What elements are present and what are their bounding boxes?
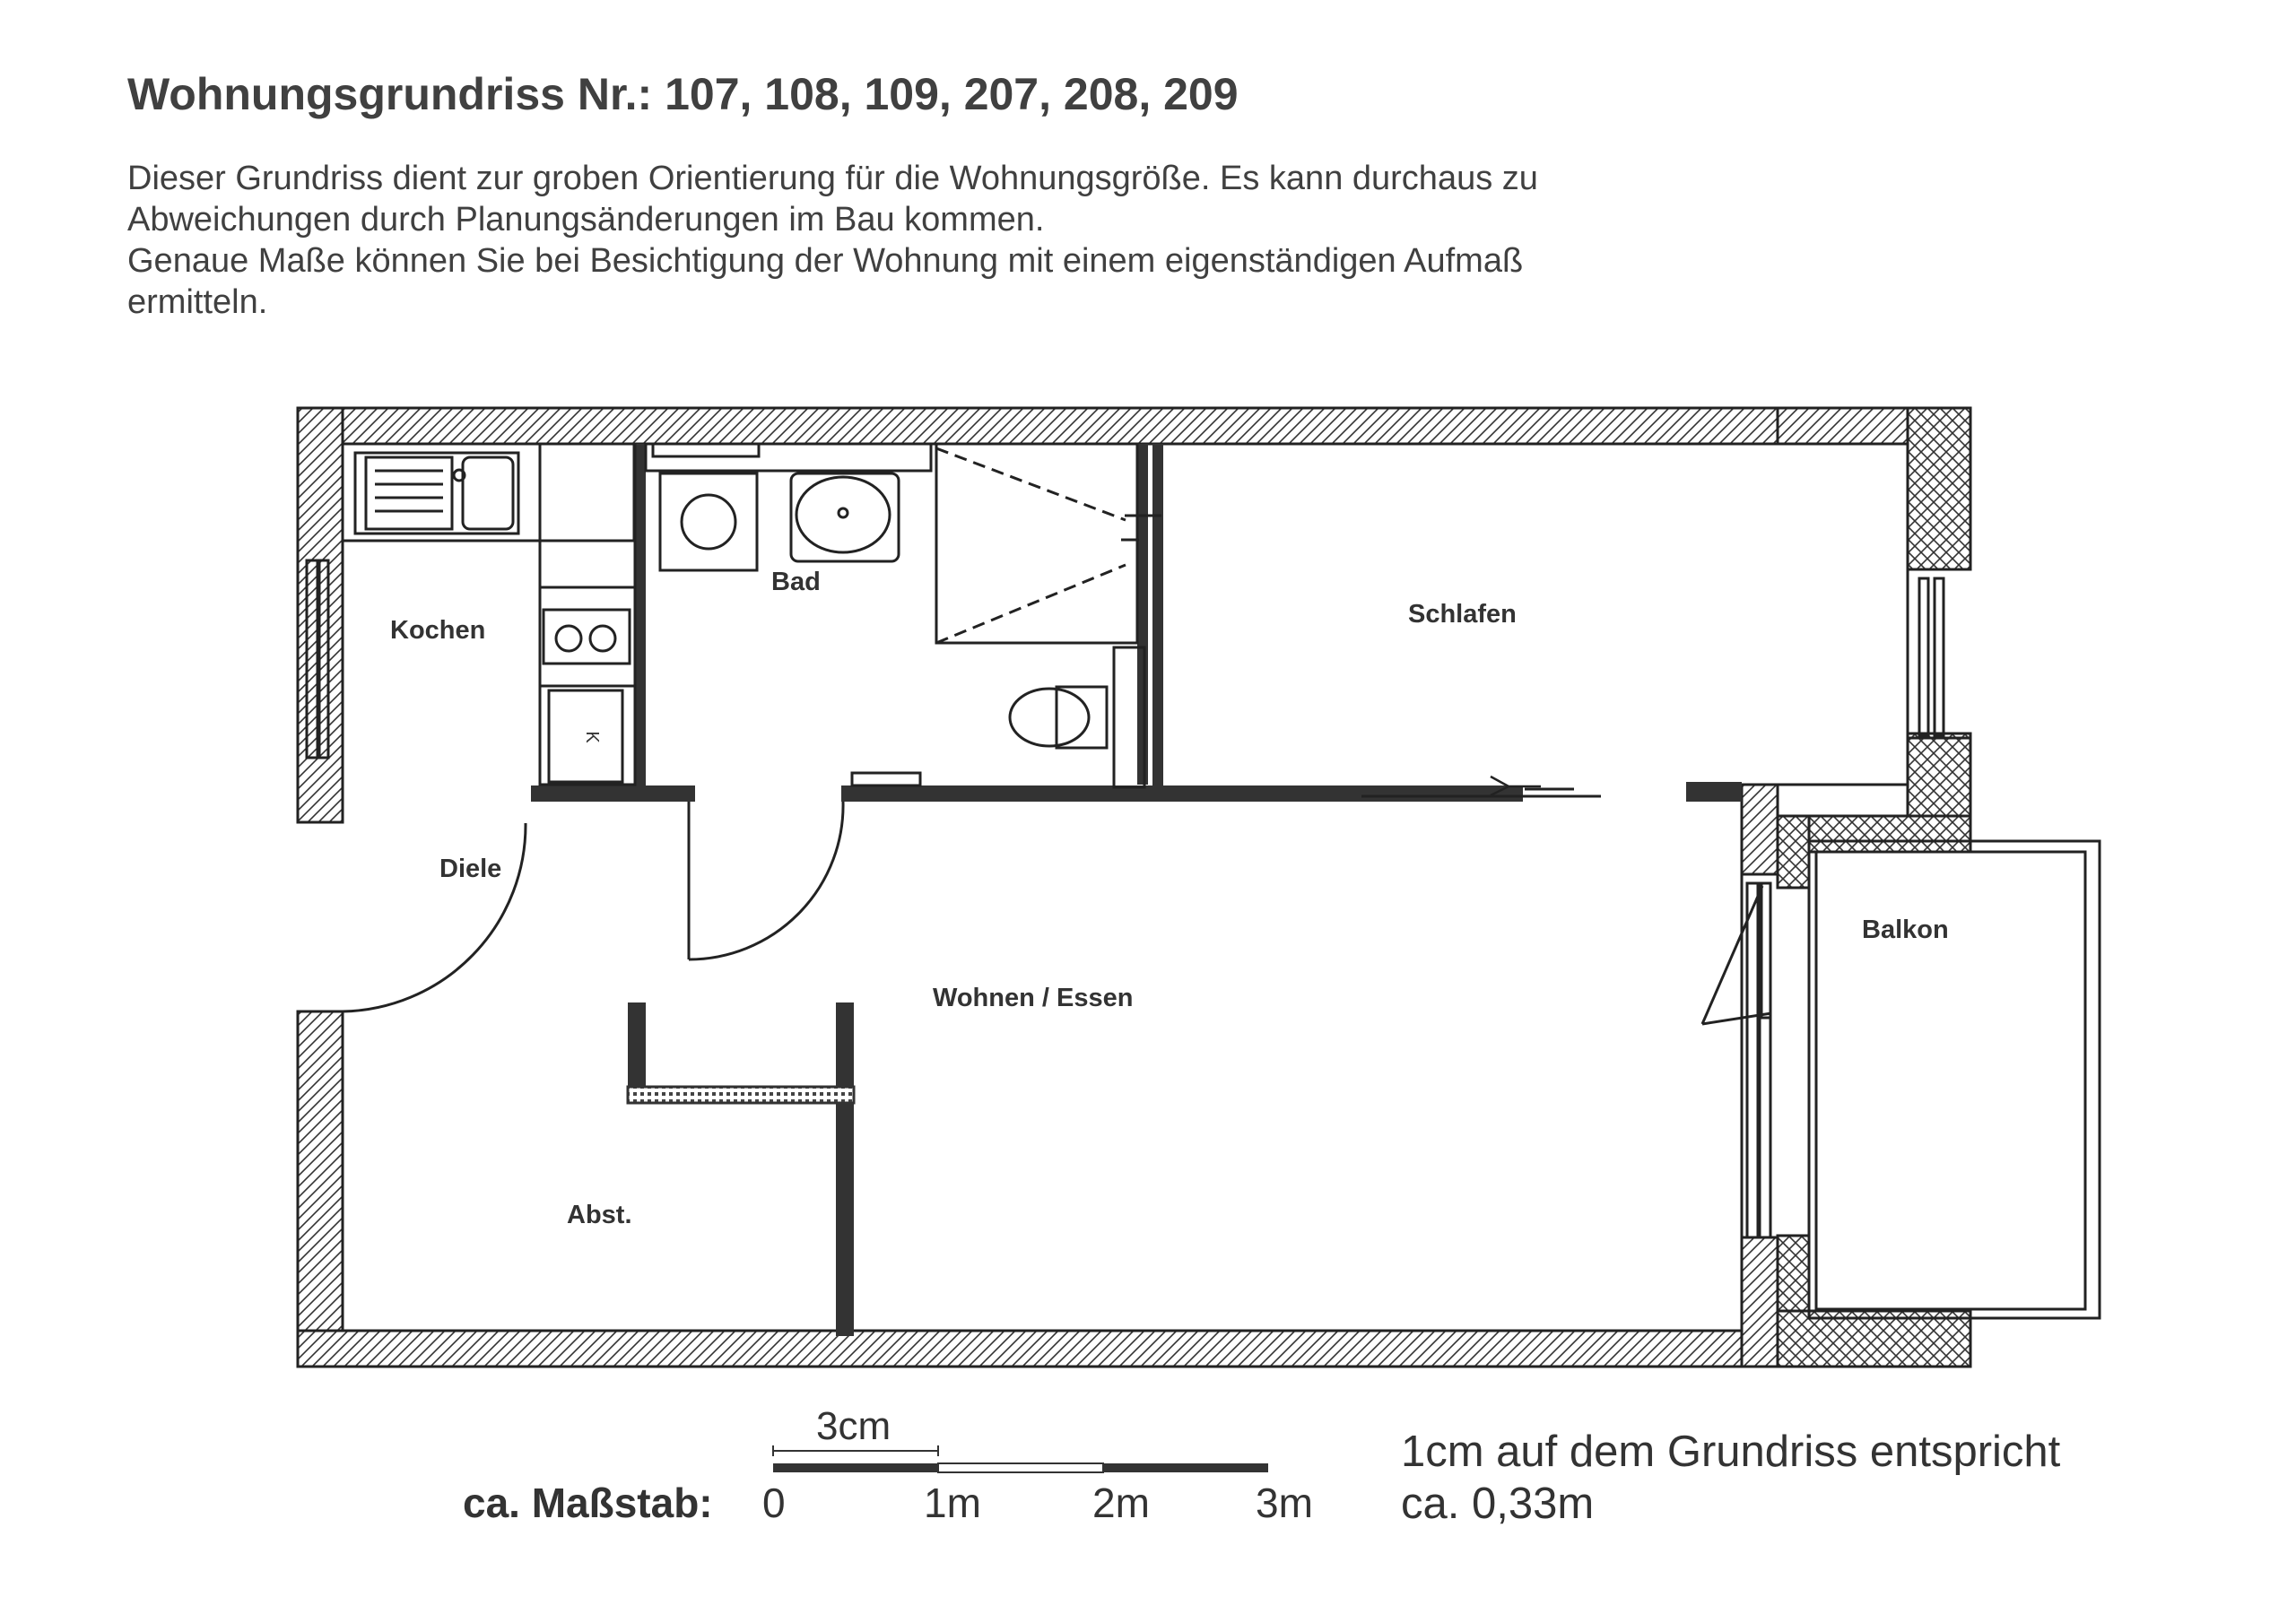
intro-line: Genaue Maße können Sie bei Besichtigung …	[127, 242, 1524, 280]
scale-note: 1cm auf dem Grundriss entspricht ca. 0,3…	[1401, 1426, 2060, 1530]
balcony	[1807, 839, 2101, 1320]
scale-tick-0: 0	[762, 1480, 786, 1526]
scale-tick-1m: 1m	[924, 1480, 981, 1526]
windows	[305, 559, 1945, 1239]
intro-line: Dieser Grundriss dient zur groben Orient…	[127, 160, 1538, 197]
intro-text: Dieser Grundriss dient zur groben Orient…	[127, 158, 1742, 323]
room-label-schlafen: Schlafen	[1408, 600, 1517, 629]
structural-columns	[1776, 406, 1972, 1368]
page-title: Wohnungsgrundriss Nr.: 107, 108, 109, 20…	[127, 69, 1239, 119]
doors	[342, 775, 1772, 1026]
room-label-balkon: Balkon	[1862, 916, 1949, 944]
scale-note-line: ca. 0,33m	[1401, 1480, 1595, 1528]
fridge-label: K	[582, 731, 602, 743]
intro-line: ermitteln.	[127, 283, 268, 321]
intro-line: Abweichungen durch Planungsänderungen im…	[127, 201, 1045, 239]
kitchen-fixtures	[341, 442, 637, 786]
room-label-diele: Diele	[439, 855, 501, 883]
scale-segment-label: 3cm	[816, 1404, 891, 1448]
scale-tick-2m: 2m	[1092, 1480, 1150, 1526]
bathroom-fixtures	[644, 442, 1161, 789]
room-label-abst: Abst.	[567, 1201, 632, 1229]
room-label-bad: Bad	[771, 568, 821, 596]
room-label-kochen: Kochen	[390, 616, 485, 645]
scale-tick-3m: 3m	[1256, 1480, 1313, 1526]
room-label-wohnen: Wohnen / Essen	[933, 984, 1133, 1012]
scale-prefix: ca. Maßstab:	[463, 1480, 713, 1526]
scale-note-line: 1cm auf dem Grundriss entspricht	[1401, 1428, 2061, 1476]
inner-outlines	[341, 442, 1909, 1332]
scale-bar: 3cm ca. Maßstab: 0 1m 2m 3m	[463, 1404, 1313, 1526]
